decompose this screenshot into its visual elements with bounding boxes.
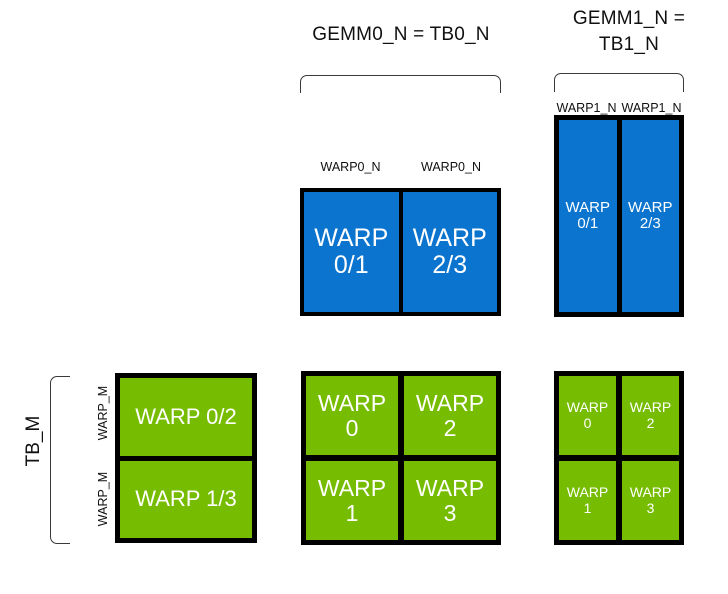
green-cell-warp-2: WARP 2 xyxy=(404,376,496,455)
green-cell-warp-1: WARP 1 xyxy=(559,461,616,540)
green-cell-warp-0-2: WARP 0/2 xyxy=(120,378,252,456)
green-cell-warp-1: WARP 1 xyxy=(306,461,398,540)
warp0-n-caption-right: WARP0_N xyxy=(421,160,481,174)
blue-cell-warp-2-3: WARP 2/3 xyxy=(621,120,679,312)
gemm0-n-title: GEMM0_N = TB0_N xyxy=(312,24,490,45)
warp-m-caption-top: WARP_M xyxy=(96,385,110,441)
gemm0-blue-block: WARP 0/1 WARP 2/3 xyxy=(300,188,501,316)
gemm1-n-title: GEMM1_N = TB1_N xyxy=(572,8,686,55)
warp1-n-caption-left: WARP1_N xyxy=(556,101,617,115)
tb-m-green-block: WARP 0/2 WARP 1/3 xyxy=(115,373,257,543)
gemm0-green-block: WARP 0 WARP 2 WARP 1 WARP 3 xyxy=(301,371,501,545)
blue-cell-warp-0-1: WARP 0/1 xyxy=(304,192,399,312)
green-cell-warp-2: WARP 2 xyxy=(622,376,679,455)
green-cell-warp-1-3: WARP 1/3 xyxy=(120,460,252,538)
green-cell-warp-3: WARP 3 xyxy=(622,461,679,540)
gemm1-span-bracket xyxy=(554,73,684,92)
tb-m-label: TB_M xyxy=(23,415,44,467)
tb-m-span-bracket xyxy=(50,376,70,544)
gemm1-green-block: WARP 0 WARP 2 WARP 1 WARP 3 xyxy=(554,371,684,545)
warp0-n-caption-left: WARP0_N xyxy=(320,160,381,174)
warp-m-caption-bottom: WARP_M xyxy=(96,471,110,527)
green-cell-warp-0: WARP 0 xyxy=(559,376,616,455)
blue-cell-warp-0-1: WARP 0/1 xyxy=(559,120,617,312)
green-cell-warp-3: WARP 3 xyxy=(404,461,496,540)
green-cell-warp-0: WARP 0 xyxy=(306,376,398,455)
gemm0-span-bracket xyxy=(300,75,501,93)
gemm1-blue-block: WARP 0/1 WARP 2/3 xyxy=(554,115,684,317)
blue-cell-warp-2-3: WARP 2/3 xyxy=(402,192,497,312)
warp1-n-caption-right: WARP1_N xyxy=(621,101,682,115)
